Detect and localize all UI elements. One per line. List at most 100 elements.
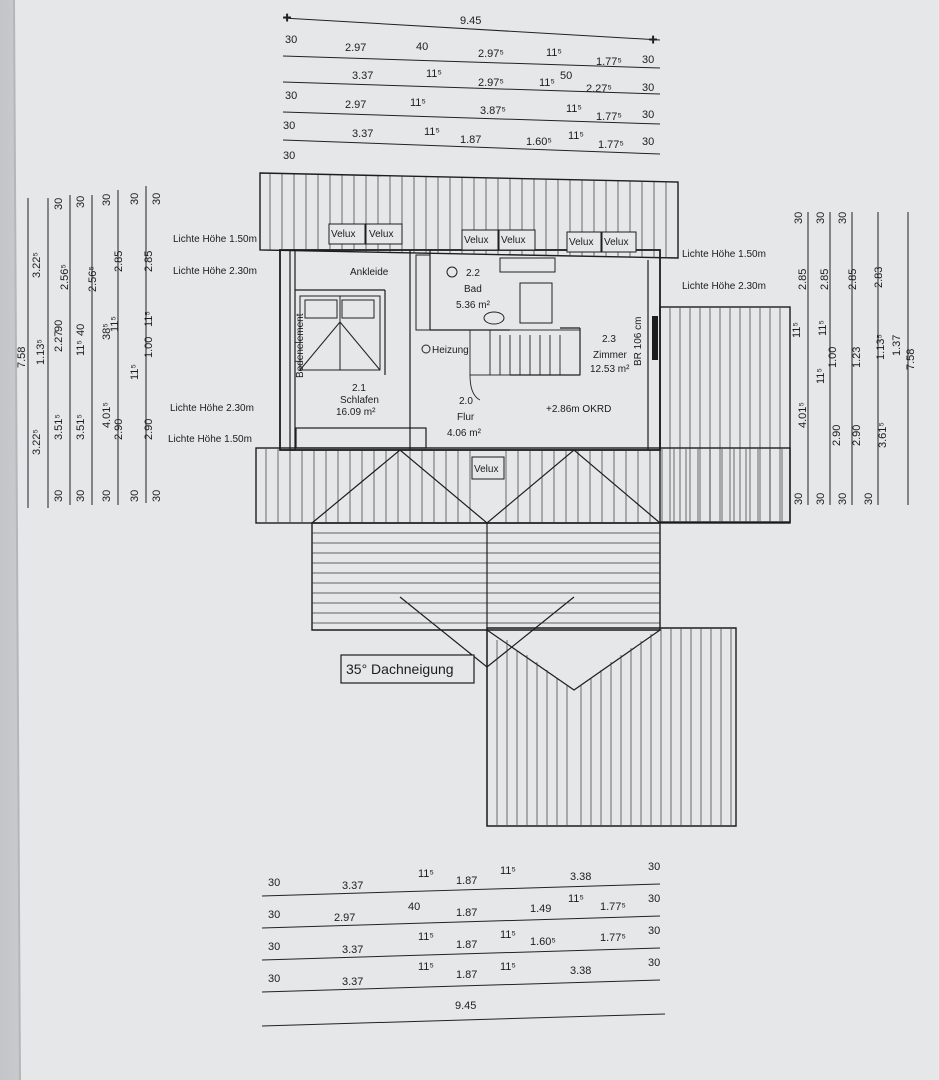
svg-text:1.13⁵: 1.13⁵ (875, 334, 887, 360)
svg-text:30: 30 (129, 490, 141, 502)
svg-text:11⁵: 11⁵ (500, 865, 516, 877)
svg-text:11⁵: 11⁵ (143, 311, 155, 327)
velux-windows (328, 223, 637, 480)
svg-text:2.97: 2.97 (334, 912, 355, 924)
roof-hatch-annex (496, 629, 732, 825)
svg-text:11⁵: 11⁵ (817, 320, 829, 336)
window-zimmer (652, 316, 658, 360)
roof-hatch-lower (312, 532, 660, 624)
left-dims-col2: 30 1.13⁵ 2.27 90 3.51⁵ 30 (35, 198, 65, 502)
svg-text:2.85: 2.85 (847, 269, 859, 290)
svg-text:2.85: 2.85 (819, 269, 831, 290)
svg-text:2.97: 2.97 (345, 42, 366, 54)
room-flur-name: Flur (457, 412, 475, 423)
left-dims-col5: 2.85 30 1.00 11⁵ 2.90 30 (113, 193, 155, 502)
svg-text:1.60⁵: 1.60⁵ (526, 136, 552, 148)
svg-text:30: 30 (268, 941, 280, 953)
clear-height-label: Lichte Höhe 1.50m (168, 434, 252, 445)
svg-text:40: 40 (408, 901, 420, 913)
svg-text:11⁵: 11⁵ (418, 931, 434, 943)
right-dims-col2: 30 2.85 11⁵ 1.00 11⁵ 2.90 30 (815, 212, 843, 505)
svg-text:1.87: 1.87 (456, 939, 477, 951)
roof-pitch-box (340, 654, 475, 684)
svg-text:11⁵: 11⁵ (566, 103, 582, 115)
bottom-dimension-lines (261, 883, 666, 1027)
svg-text:30: 30 (815, 212, 827, 224)
svg-text:30: 30 (642, 82, 654, 94)
velux-label: Velux (501, 235, 525, 246)
svg-text:50: 50 (560, 70, 572, 82)
svg-text:30: 30 (283, 150, 295, 162)
svg-text:30: 30 (268, 877, 280, 889)
svg-text:30: 30 (285, 90, 297, 102)
velux-label: Velux (464, 235, 488, 246)
svg-text:30: 30 (268, 909, 280, 921)
top-row-2: 3.37 11⁵ 2.97⁵ 11⁵ 50 2.27⁵ 30 (352, 68, 654, 95)
svg-text:11⁵: 11⁵ (500, 929, 516, 941)
room-bad-name: Bad (464, 284, 482, 295)
room-zimmer-name: Zimmer (593, 350, 628, 361)
svg-text:2.83: 2.83 (873, 267, 885, 288)
top-dimension-chains: + + (283, 9, 661, 155)
svg-text:2.90: 2.90 (831, 425, 843, 446)
svg-text:3.51⁵: 3.51⁵ (53, 414, 65, 440)
bodenelement-label: Bodenelement (295, 313, 306, 378)
svg-text:30: 30 (101, 490, 113, 502)
svg-text:11⁵: 11⁵ (568, 893, 584, 905)
svg-text:1.00: 1.00 (143, 337, 155, 358)
bottom-row-1: 30 3.37 11⁵ 1.87 11⁵ 3.38 30 (268, 861, 660, 892)
svg-text:11⁵: 11⁵ (75, 340, 87, 356)
right-dims-col1: 30 2.85 11⁵ 4.01⁵ 30 (791, 212, 809, 505)
svg-text:2.56⁵: 2.56⁵ (87, 266, 99, 292)
roof-hatch-bottom-strip (265, 449, 783, 522)
svg-text:30: 30 (268, 973, 280, 985)
svg-text:1.37: 1.37 (891, 335, 903, 356)
clear-height-label: Lichte Höhe 2.30m (170, 403, 254, 414)
svg-text:1.13⁵: 1.13⁵ (35, 339, 47, 365)
top-row-3: 30 2.97 11⁵ 3.87⁵ 11⁵ 1.77⁵ 30 (285, 90, 654, 123)
svg-text:11⁵: 11⁵ (129, 364, 141, 380)
svg-text:30: 30 (642, 109, 654, 121)
svg-text:11⁵: 11⁵ (418, 961, 434, 973)
svg-text:3.38: 3.38 (570, 965, 591, 977)
svg-text:2.90: 2.90 (113, 419, 125, 440)
svg-text:2.97⁵: 2.97⁵ (478, 77, 504, 89)
svg-text:30: 30 (101, 194, 113, 206)
svg-text:3.37: 3.37 (342, 976, 363, 988)
svg-text:3.37: 3.37 (352, 70, 373, 82)
bed (299, 295, 381, 371)
svg-text:1.87: 1.87 (456, 907, 477, 919)
velux-label: Velux (569, 237, 593, 248)
svg-text:4.01⁵: 4.01⁵ (101, 402, 113, 428)
svg-text:3.61⁵: 3.61⁵ (877, 422, 889, 448)
svg-text:3.38: 3.38 (570, 871, 591, 883)
svg-text:11⁵: 11⁵ (500, 961, 516, 973)
paper-sheet (14, 0, 939, 1080)
svg-text:11⁵: 11⁵ (109, 316, 121, 332)
svg-text:30: 30 (648, 861, 660, 873)
room-bad-area: 5.36 m² (456, 300, 491, 311)
right-dimension-lines (807, 212, 909, 505)
top-row-4: 30 3.37 11⁵ 1.87 1.60⁵ 11⁵ 1.77⁵ 30 30 (283, 120, 654, 162)
bottom-row-2: 30 2.97 40 1.87 1.49 11⁵ 1.77⁵ 30 (268, 893, 660, 924)
clear-height-label: Lichte Höhe 1.50m (682, 249, 766, 260)
left-dims-col4: 30 2.56⁵ 38⁵ 11⁵ 4.01⁵ 30 (87, 194, 121, 502)
velux-label: Velux (474, 464, 498, 475)
svg-text:30: 30 (285, 34, 297, 46)
svg-text:2.85: 2.85 (797, 269, 809, 290)
svg-text:30: 30 (283, 120, 295, 132)
velux-label: Velux (331, 229, 355, 240)
room-flur-area: 4.06 m² (447, 428, 482, 439)
svg-text:3.37: 3.37 (352, 128, 373, 140)
svg-text:3.22⁵: 3.22⁵ (31, 429, 43, 455)
svg-text:2.27: 2.27 (53, 331, 65, 352)
svg-text:30: 30 (642, 136, 654, 148)
room-ankleide: Ankleide (350, 267, 389, 278)
clear-height-label: Lichte Höhe 1.50m (173, 234, 257, 245)
svg-text:2.90: 2.90 (851, 425, 863, 446)
svg-text:3.51⁵: 3.51⁵ (75, 414, 87, 440)
svg-text:1.77⁵: 1.77⁵ (598, 139, 624, 151)
svg-text:11⁵: 11⁵ (418, 868, 434, 880)
svg-text:1.87: 1.87 (460, 134, 481, 146)
